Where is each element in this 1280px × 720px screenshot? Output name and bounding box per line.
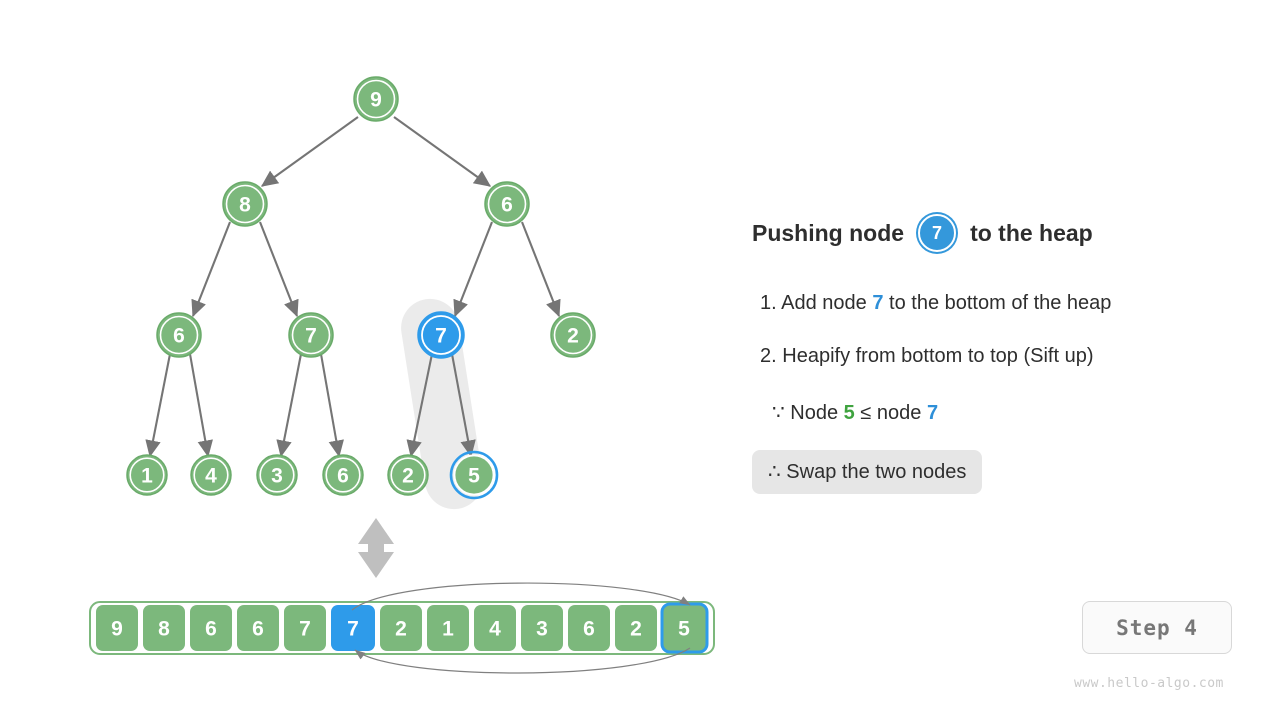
- heap-diagram: 9 8 6 6 7: [89, 76, 715, 674]
- array-cell-9[interactable]: 3: [521, 605, 563, 651]
- title-prefix: Pushing node: [752, 219, 905, 246]
- tree-node-2-l2[interactable]: 2: [550, 312, 596, 358]
- array-cell-8[interactable]: 4: [474, 605, 516, 651]
- heap-array: 9 8 6 6 7 7 2: [89, 582, 715, 674]
- watermark: www.hello-algo.com: [1074, 676, 1224, 691]
- therefore-text: Swap the two nodes: [786, 461, 967, 483]
- step-2-text: Heapify from bottom to top (Sift up): [782, 345, 1094, 367]
- tree-node-6-right[interactable]: 6: [484, 181, 530, 227]
- tree-node-6-leaf[interactable]: 6: [322, 454, 364, 496]
- page-title: Pushing node 7 to the heap: [752, 214, 1093, 252]
- array-cell-12-outlined[interactable]: 5: [660, 602, 709, 654]
- because-before: Node: [790, 402, 839, 424]
- edge-6-4: [188, 353, 213, 458]
- edge-6-2: [521, 221, 561, 318]
- step-1-value: 7: [872, 292, 884, 314]
- explanation-panel: Pushing node 7 to the heap 1. Add node 7…: [752, 0, 1280, 720]
- edge-7b-2: [406, 353, 434, 458]
- array-cell-2[interactable]: 6: [190, 605, 232, 651]
- step-1: 1. Add node 7 to the bottom of the heap: [760, 292, 1111, 315]
- array-cell-3[interactable]: 6: [237, 605, 279, 651]
- because-value-a: 5: [843, 402, 855, 424]
- because-symbol: ∵: [772, 402, 785, 424]
- tree-node-7-active[interactable]: 7: [417, 311, 465, 359]
- tree-node-1[interactable]: 1: [126, 454, 168, 496]
- edge-7-3: [276, 353, 303, 458]
- step-2: 2. Heapify from bottom to top (Sift up): [760, 345, 1094, 368]
- step-badge: Step 4: [1082, 601, 1232, 654]
- title-suffix: to the heap: [970, 219, 1093, 246]
- edge-9-6: [393, 116, 492, 187]
- edge-8-6: [191, 221, 231, 318]
- tree-node-3[interactable]: 3: [256, 454, 298, 496]
- tree-node-5-ringed[interactable]: 5: [449, 450, 499, 500]
- because-clause: ∵ Node 5 ≤ node 7: [772, 400, 938, 425]
- tree-node-2-leaf[interactable]: 2: [387, 454, 429, 496]
- array-cell-4[interactable]: 7: [284, 605, 326, 651]
- tree-node-9[interactable]: 9: [353, 76, 399, 122]
- array-cell-10[interactable]: 6: [568, 605, 610, 651]
- tree-node-7-l2a[interactable]: 7: [288, 312, 334, 358]
- tree-node-8[interactable]: 8: [222, 181, 268, 227]
- title-node-badge: 7: [918, 214, 957, 252]
- edge-7-6b: [319, 353, 344, 458]
- tree-node-4[interactable]: 4: [190, 454, 232, 496]
- because-value-b: 7: [926, 402, 939, 424]
- step-1-after: to the bottom of the heap: [889, 292, 1112, 314]
- array-cell-0[interactable]: 9: [96, 605, 138, 651]
- edge-7b-5: [450, 353, 476, 458]
- step-badge-label: Step 4: [1116, 615, 1198, 640]
- tree-node-6-l2a[interactable]: 6: [156, 312, 202, 358]
- tree-array-link-icon: [358, 518, 394, 578]
- array-swap-indicator: [351, 582, 691, 674]
- edge-6-7b: [453, 221, 493, 318]
- tree-edges: [145, 116, 561, 458]
- array-cell-11[interactable]: 2: [615, 605, 657, 651]
- because-middle: node: [876, 402, 922, 424]
- edge-6-1: [145, 353, 172, 458]
- array-cell-5-active[interactable]: 7: [331, 605, 375, 651]
- array-cell-1[interactable]: 8: [143, 605, 185, 651]
- step-1-before: Add node: [781, 292, 867, 314]
- step-2-number: 2.: [760, 345, 777, 367]
- array-cell-7[interactable]: 1: [427, 605, 469, 651]
- edge-8-7: [259, 221, 299, 318]
- tree-nodes: 9 8 6 6 7: [126, 76, 596, 500]
- because-operator: ≤: [860, 402, 872, 424]
- edge-9-8: [260, 116, 359, 187]
- therefore-clause: ∴ Swap the two nodes: [752, 450, 983, 494]
- array-cell-6[interactable]: 2: [380, 605, 422, 651]
- step-1-number: 1.: [760, 292, 777, 314]
- therefore-symbol: ∴: [768, 461, 781, 483]
